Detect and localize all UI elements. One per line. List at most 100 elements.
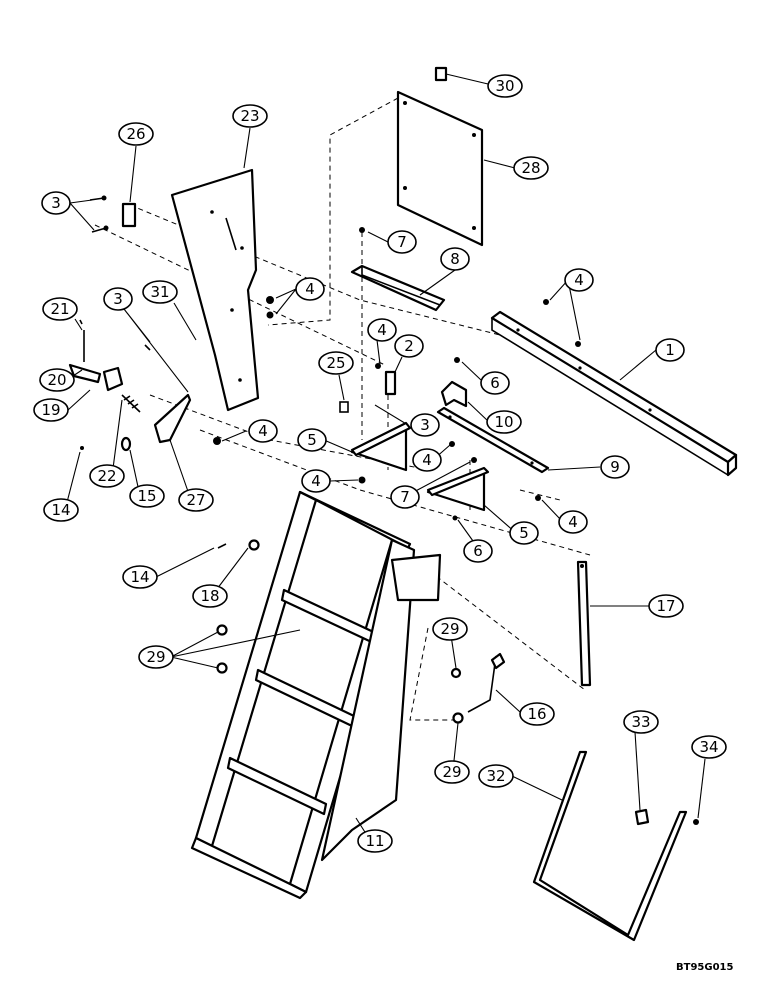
- svg-text:29: 29: [146, 648, 165, 666]
- svg-text:18: 18: [200, 587, 219, 605]
- svg-text:14: 14: [51, 501, 70, 519]
- callout-33: 33: [623, 710, 659, 734]
- svg-text:31: 31: [150, 283, 169, 301]
- svg-text:11: 11: [365, 832, 384, 850]
- callout-4: 4: [564, 268, 594, 292]
- callout-3: 3: [410, 413, 440, 437]
- callout-7: 7: [387, 230, 417, 254]
- svg-text:21: 21: [50, 300, 69, 318]
- svg-text:22: 22: [97, 467, 116, 485]
- svg-text:29: 29: [442, 763, 461, 781]
- callout-14: 14: [43, 498, 79, 522]
- svg-text:34: 34: [699, 738, 718, 756]
- svg-text:23: 23: [240, 107, 259, 125]
- callout-20: 20: [39, 368, 75, 392]
- callout-29: 29: [432, 617, 468, 641]
- svg-text:3: 3: [420, 416, 430, 434]
- svg-text:3: 3: [51, 194, 61, 212]
- svg-text:4: 4: [574, 271, 584, 289]
- callout-4: 4: [558, 510, 588, 534]
- support-part-5-right: [426, 466, 490, 512]
- svg-text:4: 4: [377, 321, 387, 339]
- support-part-5-left: [350, 421, 412, 472]
- nut-part-33: [634, 808, 650, 826]
- callout-25: 25: [318, 351, 354, 375]
- bumpers-part-29: [216, 624, 464, 724]
- nuts-part-4: [213, 296, 581, 501]
- callout-6: 6: [463, 539, 493, 563]
- clip-part-14: [217, 543, 227, 549]
- callout-4: 4: [248, 419, 278, 443]
- callout-3: 3: [103, 287, 133, 311]
- rail-part-1: [490, 310, 738, 477]
- svg-text:10: 10: [494, 413, 513, 431]
- callout-19: 19: [33, 398, 69, 422]
- svg-text:17: 17: [656, 597, 675, 615]
- callout-4: 4: [301, 469, 331, 493]
- bar-part-9: [436, 406, 550, 474]
- svg-text:32: 32: [486, 767, 505, 785]
- svg-text:29: 29: [440, 620, 459, 638]
- callout-10: 10: [486, 410, 522, 434]
- callout-22: 22: [89, 464, 125, 488]
- svg-text:5: 5: [307, 431, 317, 449]
- figure-code: BT95G015: [676, 962, 734, 973]
- callout-32: 32: [478, 764, 514, 788]
- svg-text:33: 33: [631, 713, 650, 731]
- callout-15: 15: [129, 484, 165, 508]
- bolts-part-3-upper: [89, 195, 109, 233]
- svg-text:8: 8: [450, 250, 460, 268]
- step-frame-part-32: [532, 750, 688, 942]
- svg-text:26: 26: [126, 125, 145, 143]
- svg-text:4: 4: [568, 513, 578, 531]
- callout-4: 4: [367, 318, 397, 342]
- leader-lines: [64, 73, 706, 841]
- channel-part-8: [350, 264, 446, 312]
- latch-assembly: [68, 319, 192, 452]
- clip-part-25: [339, 401, 349, 413]
- svg-text:6: 6: [473, 542, 483, 560]
- callout-27: 27: [178, 488, 214, 512]
- bracket-part-2: [384, 370, 397, 396]
- bracket-part-10: [440, 380, 468, 408]
- callout-11: 11: [357, 829, 393, 853]
- side-plate-part-23: [170, 168, 260, 412]
- callout-3: 3: [41, 191, 71, 215]
- svg-text:15: 15: [137, 487, 156, 505]
- svg-text:28: 28: [521, 159, 540, 177]
- callout-31: 31: [142, 280, 178, 304]
- callouts: 30 28 23 26 3 7 8 4 31 3 21 4 1 25 2 4 6…: [33, 74, 727, 853]
- callout-34: 34: [691, 735, 727, 759]
- callout-26: 26: [118, 122, 154, 146]
- strut-part-17: [576, 560, 592, 687]
- ladder-part-11: [190, 490, 442, 900]
- callout-18: 18: [192, 584, 228, 608]
- svg-text:27: 27: [186, 491, 205, 509]
- svg-text:7: 7: [400, 488, 410, 506]
- svg-text:1: 1: [665, 341, 675, 359]
- callout-5: 5: [297, 428, 327, 452]
- bolt-part-34: [693, 819, 699, 825]
- callout-16: 16: [519, 702, 555, 726]
- svg-text:4: 4: [422, 451, 432, 469]
- callout-5: 5: [509, 521, 539, 545]
- svg-text:20: 20: [47, 371, 66, 389]
- callout-1: 1: [655, 338, 685, 362]
- callout-6: 6: [480, 371, 510, 395]
- callout-29: 29: [138, 645, 174, 669]
- pin-part-18: [248, 539, 260, 551]
- svg-text:7: 7: [397, 233, 407, 251]
- callout-14: 14: [122, 565, 158, 589]
- callout-23: 23: [232, 104, 268, 128]
- handle-part-16: [467, 652, 506, 713]
- svg-text:2: 2: [404, 337, 414, 355]
- svg-text:14: 14: [130, 568, 149, 586]
- svg-text:25: 25: [326, 354, 345, 372]
- bolts-part-6-7: [359, 227, 477, 521]
- callout-4: 4: [412, 448, 442, 472]
- callout-29: 29: [434, 760, 470, 784]
- svg-text:4: 4: [305, 280, 315, 298]
- svg-text:3: 3: [113, 290, 123, 308]
- svg-text:5: 5: [519, 524, 529, 542]
- panel-part-28: [396, 90, 484, 247]
